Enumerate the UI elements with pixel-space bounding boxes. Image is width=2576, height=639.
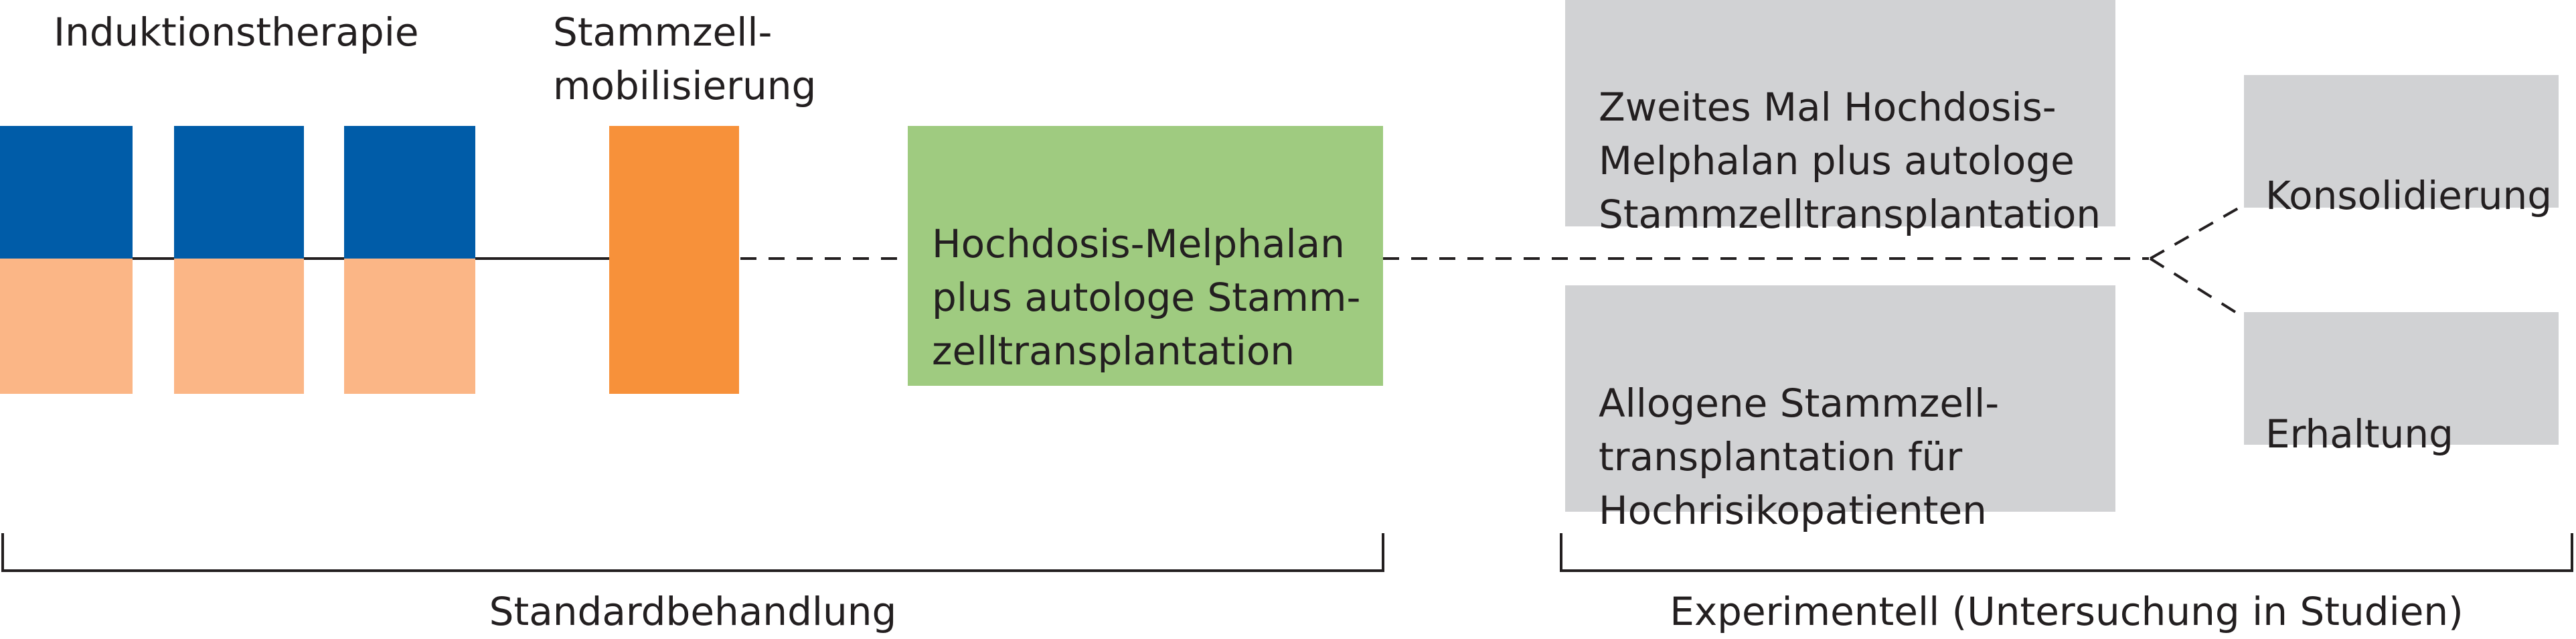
induction-block-1-top [0,126,133,259]
induction-block-3-top [344,126,475,259]
main-treatment-box: Hochdosis-Melphalan plus autologe Stamm-… [908,126,1383,386]
induction-block-2-top [174,126,304,259]
induction-block-2-bottom [174,259,304,394]
induction-label: Induktionstherapie [54,9,419,55]
maintenance-text: Erhaltung [2265,411,2453,457]
experimental-label: Experimentell (Untersuchung in Studien) [1670,589,2464,634]
allogeneic-text: Allogene Stammzell- transplantation für … [1599,380,2000,533]
consolidation-text: Konsolidierung [2265,173,2553,218]
branch-up [2150,204,2245,260]
maintenance-box: Erhaltung [2244,312,2559,457]
induction-block-3-bottom [344,259,475,394]
allogeneic-box: Allogene Stammzell- transplantation für … [1565,285,2115,533]
second-melphalan-text: Zweites Mal Hochdosis- Melphalan plus au… [1599,84,2101,237]
mobilization-label: Stammzell- mobilisierung [553,9,817,109]
main-treatment-text: Hochdosis-Melphalan plus autologe Stamm-… [932,221,1361,374]
mobilization-block [609,126,739,394]
second-melphalan-box: Zweites Mal Hochdosis- Melphalan plus au… [1565,0,2115,237]
consolidation-box: Konsolidierung [2244,75,2559,218]
bracket-standard [1,533,1384,572]
branch-down [2149,257,2245,319]
standard-label: Standardbehandlung [489,589,897,634]
bracket-experimental [1560,533,2573,572]
induction-block-1-bottom [0,259,133,394]
